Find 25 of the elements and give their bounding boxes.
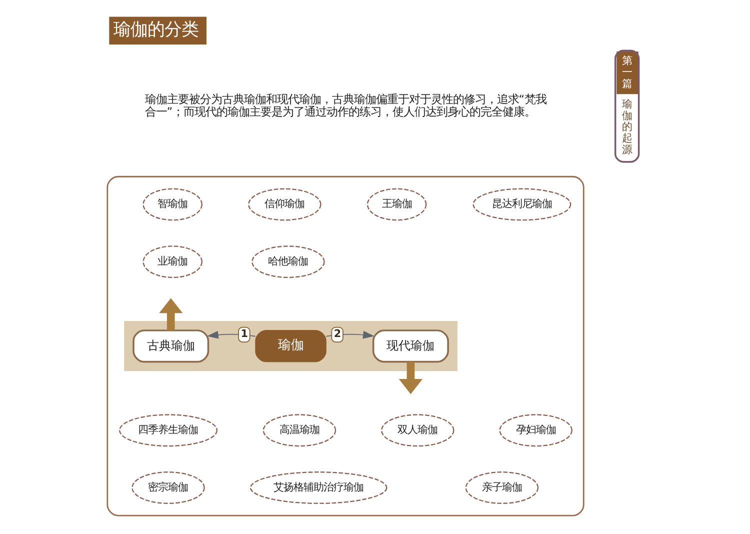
node-box: 古典瑜伽	[132, 330, 209, 363]
edge-label: 1	[240, 328, 248, 340]
arrow	[158, 298, 182, 330]
node-ellipse: 双人瑜伽	[380, 414, 454, 447]
diagram-title: 瑜伽的分类	[113, 20, 198, 40]
cluster	[106, 176, 584, 516]
arrow	[398, 362, 422, 394]
node-ellipse: 孕妇瑜伽	[498, 414, 572, 447]
node-ellipse: 信仰瑜伽	[248, 188, 321, 221]
node-ellipse: 密宗瑜伽	[131, 472, 204, 504]
node-ellipse: 高温瑜珈	[262, 414, 336, 447]
node-ellipse: 昆达利尼瑜伽	[472, 188, 571, 221]
node-ellipse: 四季养生瑜伽	[118, 414, 218, 447]
label: 瑜伽主要被分为古典瑜伽和现代瑜伽，古典瑜伽偏重于对于灵性的修习，追求“梵我合一”；而现代的瑜伽主要是为了通过动作的练习，使人们达到身心的完全健康。	[144, 93, 546, 118]
edge-label: 2	[333, 328, 341, 340]
node-box: 瑜伽	[254, 330, 326, 362]
node-ellipse: 亲子瑜伽	[464, 472, 538, 504]
node-ellipse: 智瑜伽	[142, 188, 202, 221]
cluster	[124, 321, 457, 372]
node-ellipse: 哈他瑜伽	[251, 246, 324, 278]
node-ellipse: 艾扬格辅助治疗瑜伽	[249, 472, 387, 504]
arrow	[206, 330, 256, 339]
node-ellipse: 业瑜伽	[142, 246, 202, 278]
node-box: 现代瑜伽	[372, 330, 448, 363]
node-ellipse: 王瑜伽	[366, 188, 426, 221]
